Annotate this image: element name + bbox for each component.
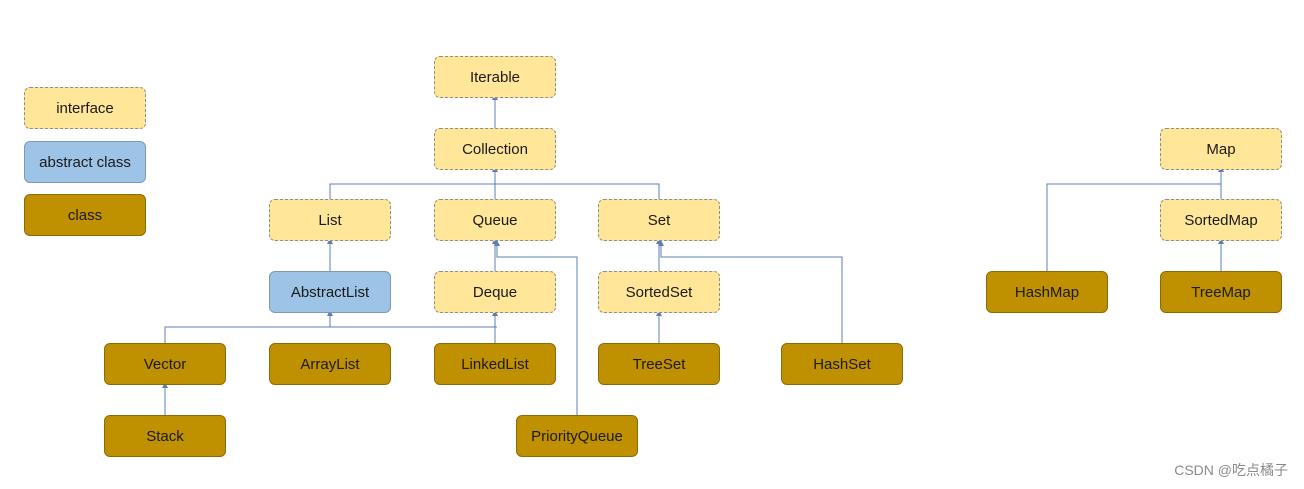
node-linkedlist: LinkedList xyxy=(434,343,556,385)
edge-children-collection xyxy=(329,169,660,199)
node-hashset: HashSet xyxy=(781,343,903,385)
node-map: Map xyxy=(1160,128,1282,170)
node-collection: Collection xyxy=(434,128,556,170)
node-list: List xyxy=(269,199,391,241)
edge-hashset-set xyxy=(658,240,843,343)
edge-maps-map xyxy=(1046,169,1221,271)
node-treemap: TreeMap xyxy=(1160,271,1282,313)
node-treeset: TreeSet xyxy=(598,343,720,385)
node-set: Set xyxy=(598,199,720,241)
node-priorityqueue: PriorityQueue xyxy=(516,415,638,457)
node-hashmap: HashMap xyxy=(986,271,1108,313)
node-abstractlist: AbstractList xyxy=(269,271,391,313)
node-queue: Queue xyxy=(434,199,556,241)
legend-interface: interface xyxy=(24,87,146,129)
edge-priorityqueue-queue xyxy=(494,240,578,415)
node-iterable: Iterable xyxy=(434,56,556,98)
node-stack: Stack xyxy=(104,415,226,457)
node-vector: Vector xyxy=(104,343,226,385)
node-sortedset: SortedSet xyxy=(598,271,720,313)
node-sortedmap: SortedMap xyxy=(1160,199,1282,241)
node-deque: Deque xyxy=(434,271,556,313)
watermark: CSDN @吃点橘子 xyxy=(1174,462,1288,478)
legend-abstract-class: abstract class xyxy=(24,141,146,183)
legend-class: class xyxy=(24,194,146,236)
node-arraylist: ArrayList xyxy=(269,343,391,385)
edge-lists-abstractlist xyxy=(164,313,497,343)
